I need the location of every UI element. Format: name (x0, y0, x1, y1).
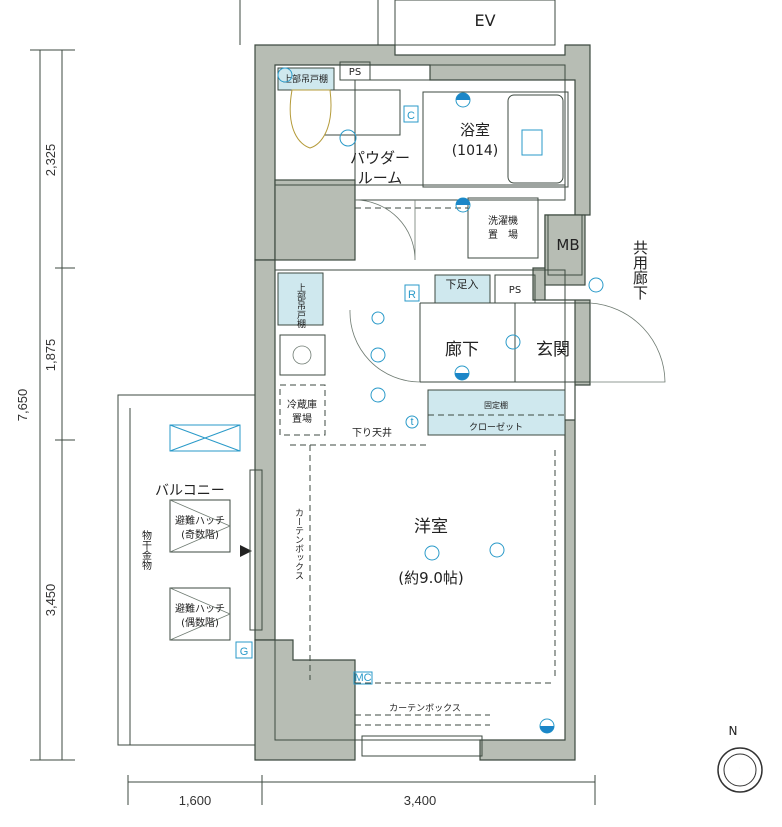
western-room-size: (約9.0帖) (398, 569, 464, 587)
light-icon (489, 542, 505, 558)
room-labels: 上部吊戸棚 PS パウダー ルーム 浴室 (1014) 洗濯機 置 場 MB P… (283, 61, 649, 714)
dim-h-1: 1,600 (179, 793, 212, 808)
washer-label-2: 置 場 (488, 228, 518, 241)
light-icon (370, 387, 386, 403)
drying-hardware-label: 物干金物 (140, 529, 152, 571)
symbol-g: G (240, 646, 249, 658)
western-room-label: 洋室 (414, 517, 448, 537)
powder-room-label-2: ルーム (358, 169, 403, 187)
hatch-odd-line1: 避難ハッチ (175, 514, 225, 527)
light-icon (371, 311, 385, 325)
mb-label: MB (556, 236, 579, 254)
light-icon (370, 347, 386, 363)
room-lines (249, 64, 666, 757)
balcony-label: バルコニー (155, 483, 225, 499)
fridge-label-2: 置場 (292, 412, 312, 425)
ceiling-light-icon (424, 545, 440, 561)
ps-top-label: PS (349, 67, 361, 78)
symbol-c: C (407, 110, 415, 122)
curtain-box-vertical: カーテンボックス (293, 508, 304, 580)
closet-label: クローゼット (469, 421, 523, 433)
symbol-r: R (408, 289, 416, 301)
bathroom-size: (1014) (452, 143, 499, 159)
fridge-label-1: 冷蔵庫 (287, 398, 317, 411)
vertical-dimensions: 7,650 2,325 1,875 3,450 (15, 49, 75, 761)
symbol-t: t (410, 416, 413, 428)
ev-label: EV (474, 11, 495, 30)
electrical-symbols: C R MC t (277, 67, 604, 734)
dim-total: 7,650 (15, 389, 30, 422)
entrance-label: 玄関 (536, 340, 570, 360)
hatch-even-line1: 避難ハッチ (175, 602, 225, 615)
hatch-odd: 避難ハッチ (奇数階) (169, 499, 232, 553)
hallway-label: 廊下 (445, 340, 479, 360)
light-icon (339, 129, 357, 147)
curtain-box-bottom: カーテンボックス (389, 703, 461, 714)
symbol-mc: MC (354, 672, 371, 684)
toilet-cabinet-label: 上部吊戸棚 (283, 73, 328, 85)
lowered-ceiling-label: 下り天井 (352, 426, 392, 439)
common-corridor-label: 共用廊下 (631, 240, 649, 300)
compass-north-label: N (729, 724, 738, 738)
hatch-even: 避難ハッチ (偶数階) (169, 587, 232, 641)
compass-icon: N (717, 724, 763, 795)
fixtures (277, 67, 583, 436)
dim-seg-3: 3,450 (43, 584, 58, 617)
dim-seg-1: 2,325 (43, 144, 58, 177)
fixed-shelf-label: 固定棚 (484, 400, 508, 410)
dim-seg-2: 1,875 (43, 339, 58, 372)
hatch-odd-line2: (奇数階) (181, 528, 219, 541)
horizontal-dimensions: 1,600 3,400 (127, 775, 596, 808)
bathroom-label: 浴室 (460, 121, 490, 139)
powder-room-label-1: パウダー (350, 149, 410, 167)
shoe-storage-label: 下足入 (446, 278, 479, 291)
ps-entry-label: PS (509, 285, 521, 296)
washer-label-1: 洗濯機 (488, 214, 518, 227)
balcony: バルコニー 物干金物 避難ハッチ (奇数階) 避難ハッチ (偶数階) G (117, 394, 256, 746)
hatch-even-line2: (偶数階) (181, 616, 219, 629)
light-icon (505, 334, 521, 350)
arrow-icon (240, 545, 252, 557)
dim-h-2: 3,400 (404, 793, 437, 808)
kitchen-cabinet-label: 上部吊戸棚 (295, 283, 306, 329)
